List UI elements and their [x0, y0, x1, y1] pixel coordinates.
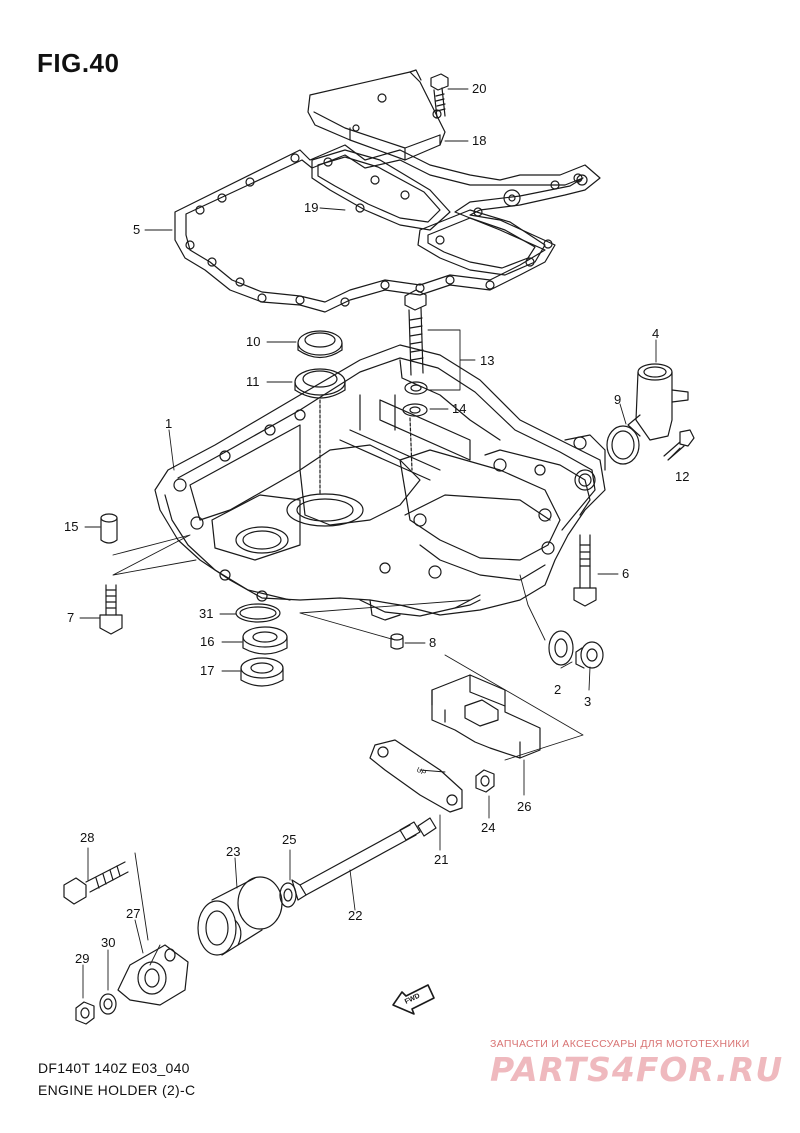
callout-22: 22 — [348, 908, 362, 923]
drain-plug-part — [575, 641, 604, 669]
callout-19: 19 — [304, 200, 318, 215]
callout-2: 2 — [554, 682, 561, 697]
bolt-part — [99, 584, 123, 635]
callout-20: 20 — [472, 81, 486, 96]
callout-6: 6 — [622, 566, 629, 581]
snap-ring-part — [235, 603, 281, 623]
bolt-part — [573, 534, 597, 607]
callout-15: 15 — [64, 519, 78, 534]
rubber-mount-part — [197, 876, 283, 956]
assembly-reference-lines — [112, 534, 584, 966]
callout-3: 3 — [584, 694, 591, 709]
washer-part — [548, 630, 574, 666]
nut-part — [75, 1001, 95, 1025]
callout-5: 5 — [133, 222, 140, 237]
model-code: DF140T 140Z E03_040 — [38, 1060, 190, 1076]
figure-name: ENGINE HOLDER (2)-C — [38, 1082, 196, 1098]
callout-23: 23 — [226, 844, 240, 859]
engine-holder-part — [154, 344, 606, 621]
watermark: ЗАПЧАСТИ И АКСЕССУАРЫ ДЛЯ МОТОТЕХНИКИ PA… — [490, 1038, 790, 1089]
through-bolt-part — [291, 817, 437, 901]
callout-25: 25 — [282, 832, 296, 847]
fwd-arrow-label: FWD — [404, 993, 421, 1006]
dowel-pin-part — [100, 513, 118, 544]
forward-direction-arrow — [392, 984, 435, 1015]
callout-9: 9 — [614, 392, 621, 407]
callout-8: 8 — [429, 635, 436, 650]
callout-27: 27 — [126, 906, 140, 921]
mount-bracket-part — [431, 674, 541, 759]
callout-24: 24 — [481, 820, 495, 835]
callout-7: 7 — [67, 610, 74, 625]
figure-title: FIG.40 — [37, 48, 120, 78]
mount-retainer-part — [117, 944, 189, 1006]
callout-31: 31 — [199, 606, 213, 621]
bearing-part — [242, 626, 288, 655]
callout-14: 14 — [452, 401, 466, 416]
mount-plate-part — [369, 739, 463, 813]
watermark-tagline: ЗАПЧАСТИ И АКСЕССУАРЫ ДЛЯ МОТОТЕХНИКИ — [490, 1038, 750, 1050]
washer-part — [99, 993, 117, 1015]
callout-30: 30 — [101, 935, 115, 950]
callout-17: 17 — [200, 663, 214, 678]
callout-11: 11 — [246, 374, 260, 389]
bearing-part — [240, 657, 284, 687]
callout-13: 13 — [480, 353, 494, 368]
callout-10: 10 — [246, 334, 260, 349]
callout-4: 4 — [652, 326, 659, 341]
callout-leader-lines — [79, 88, 681, 999]
callout-12: 12 — [675, 469, 689, 484]
nut-part — [475, 769, 495, 793]
washer-part — [279, 882, 297, 908]
pin-part — [390, 633, 404, 650]
bolt-part — [430, 73, 449, 119]
callout-28: 28 — [80, 830, 94, 845]
callout-29: 29 — [75, 951, 89, 966]
oil-seal-part — [297, 330, 343, 359]
o-ring-part — [606, 425, 640, 465]
water-outlet-part — [627, 363, 689, 441]
callout-18: 18 — [472, 133, 486, 148]
watermark-logo: PARTS4FOR.RU — [490, 1050, 784, 1089]
bolt-part — [63, 861, 129, 905]
long-bolt-part — [402, 289, 428, 471]
gasket-part — [174, 144, 601, 313]
gasket-up-mark: UP — [415, 767, 427, 778]
oil-seal-part — [294, 368, 346, 496]
cover-plate-part — [307, 69, 446, 161]
callout-16: 16 — [200, 634, 214, 649]
callout-1: 1 — [165, 416, 172, 431]
callout-26: 26 — [517, 799, 531, 814]
callout-21: 21 — [434, 852, 448, 867]
